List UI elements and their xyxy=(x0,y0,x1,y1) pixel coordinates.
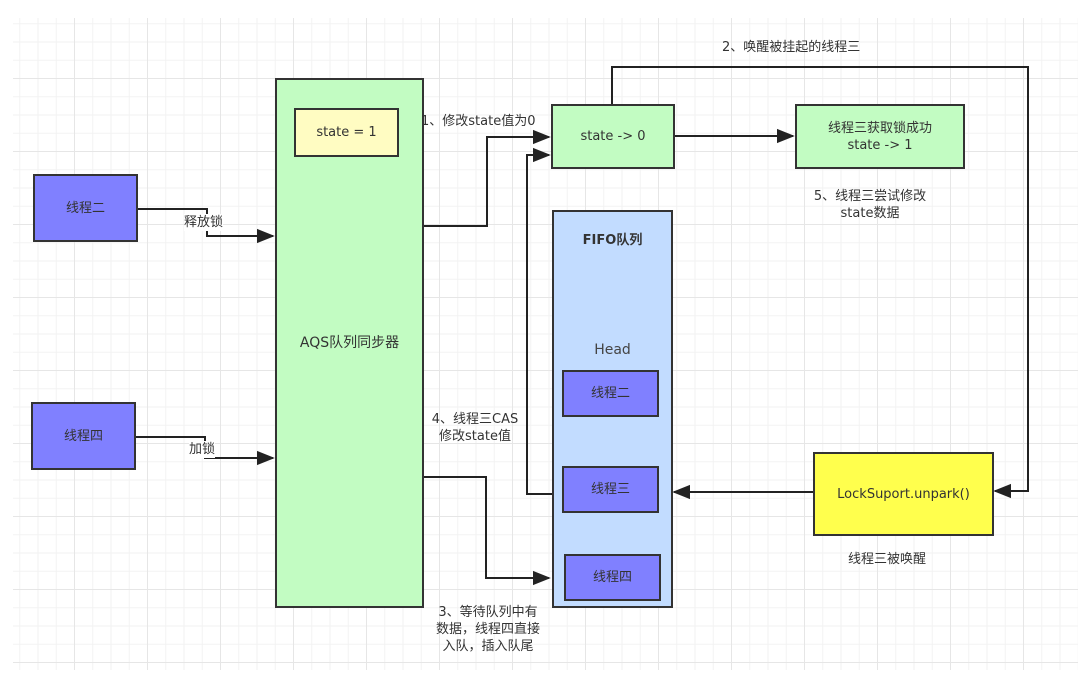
step3-line2: 数据，线程四直接 xyxy=(435,622,540,637)
thread-three-acquired-line2: state -> 1 xyxy=(847,137,913,153)
thread-three-acquired-line1: 线程三获取锁成功 xyxy=(827,120,932,136)
step5-line2: state数据 xyxy=(840,206,900,221)
lock-support-unpark-label: LockSuport.unpark() xyxy=(837,486,970,502)
edge-step4 xyxy=(526,147,552,495)
edge-step1 xyxy=(423,129,551,227)
step4-line1: 4、线程三CAS xyxy=(431,412,519,427)
aqs-label: AQS队列同步器 xyxy=(299,334,400,351)
state-value-box[interactable]: state = 1 xyxy=(294,108,399,157)
acquire-lock-label: 加锁 xyxy=(189,441,216,458)
lock-support-unpark-box[interactable]: LockSuport.unpark() xyxy=(813,452,994,536)
step2-label: 2、唤醒被挂起的线程三 xyxy=(722,40,861,55)
queue-thread-three-box[interactable]: 线程三 xyxy=(562,466,659,513)
release-lock-label: 释放锁 xyxy=(184,214,224,231)
thread-two-box[interactable]: 线程二 xyxy=(33,174,138,242)
edge-step3 xyxy=(423,476,551,586)
thread-four-box[interactable]: 线程四 xyxy=(31,402,136,470)
thread-four-label: 线程四 xyxy=(63,428,103,444)
fifo-queue-title: FIFO队列 xyxy=(582,233,643,248)
step3-label: 3、等待队列中有 数据，线程四直接 入队，插入队尾 xyxy=(424,604,552,655)
thread-three-acquired-box[interactable]: 线程三获取锁成功 state -> 1 xyxy=(795,104,965,169)
thread-two-label: 线程二 xyxy=(65,200,105,216)
step3-line1: 3、等待队列中有 xyxy=(438,605,538,620)
state-to-zero-label: state -> 0 xyxy=(580,129,646,144)
edge-step2-loop xyxy=(611,66,1029,499)
queue-thread-four-label: 线程四 xyxy=(592,570,632,585)
queue-thread-three-label: 线程三 xyxy=(590,482,630,497)
step4-line2: 修改state值 xyxy=(439,429,511,444)
aqs-synchronizer-box[interactable]: AQS队列同步器 xyxy=(275,78,424,608)
step4-label: 4、线程三CAS 修改state值 xyxy=(423,411,527,445)
state-to-zero-box[interactable]: state -> 0 xyxy=(551,104,675,169)
step5-line1: 5、线程三尝试修改 xyxy=(813,189,927,204)
step1-label: 1、修改state值为0 xyxy=(421,114,536,129)
queue-thread-two-box[interactable]: 线程二 xyxy=(562,370,659,417)
thread-three-woken-label: 线程三被唤醒 xyxy=(848,552,927,567)
state-value-label: state = 1 xyxy=(316,125,377,140)
step3-line3: 入队，插入队尾 xyxy=(442,639,534,654)
queue-thread-two-label: 线程二 xyxy=(590,386,630,401)
fifo-head-label: Head xyxy=(594,342,631,358)
step5-label: 5、线程三尝试修改 state数据 xyxy=(800,188,940,222)
queue-thread-four-box[interactable]: 线程四 xyxy=(564,554,661,601)
